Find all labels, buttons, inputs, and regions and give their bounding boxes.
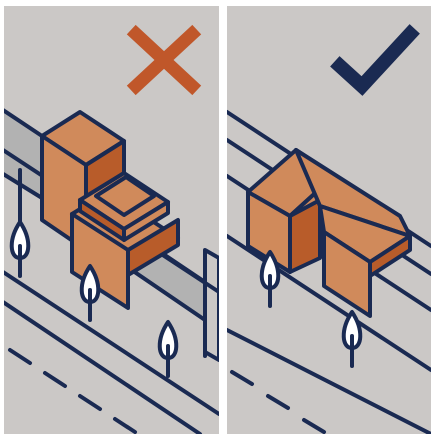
- roof-box-side: [122, 200, 170, 242]
- tree: [341, 310, 363, 368]
- panel-incorrect: [4, 6, 219, 434]
- street-line: [4, 300, 202, 434]
- street-line: [227, 234, 431, 372]
- checkmark-icon: [330, 24, 420, 96]
- roof-box-cap: [94, 175, 156, 217]
- lane-dash: [113, 417, 137, 434]
- street-line: [4, 270, 219, 416]
- tree: [259, 250, 281, 308]
- wall-end: [203, 248, 219, 362]
- lane-dash: [8, 348, 32, 365]
- annex-side: [126, 218, 180, 277]
- lane-dash: [78, 394, 102, 411]
- annex-front: [70, 212, 130, 310]
- lane-dash: [302, 418, 326, 434]
- wing-side: [368, 234, 412, 278]
- tree: [79, 264, 101, 322]
- panel-correct: [227, 6, 431, 434]
- lane-dash: [266, 394, 290, 410]
- lane-dash: [230, 370, 254, 386]
- house-side: [288, 198, 322, 274]
- lane-dash: [43, 371, 67, 388]
- tree: [157, 320, 179, 378]
- x-mark-icon: [126, 24, 202, 96]
- tree: [9, 220, 31, 278]
- street-line: [227, 328, 431, 434]
- wing-front: [322, 230, 372, 318]
